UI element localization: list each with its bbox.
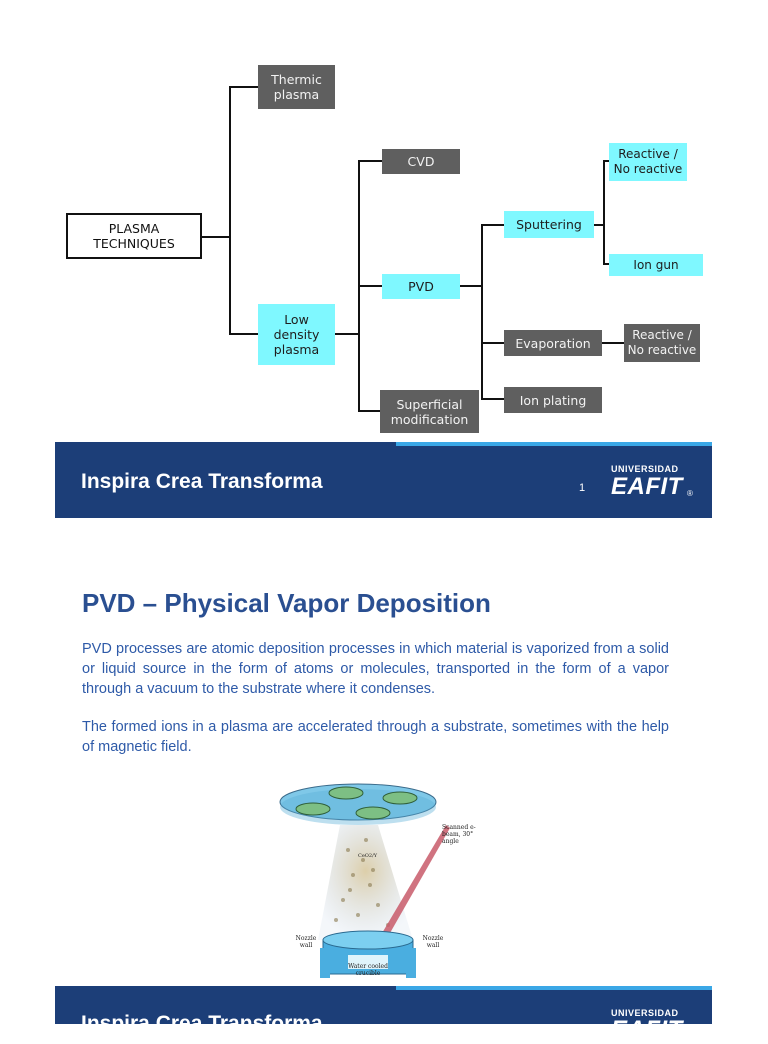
reactive-node-1: Reactive / No reactive (609, 143, 687, 181)
connector (602, 342, 624, 344)
connector (603, 160, 609, 162)
connector (229, 86, 231, 335)
figure-label-nozzle-right: Nozzle wall (422, 935, 444, 949)
thermic-plasma-node: Thermic plasma (258, 65, 335, 109)
logo-registered-mark: ® (687, 489, 693, 498)
sputtering-node: Sputtering (504, 211, 594, 238)
connector (481, 342, 504, 344)
footer-2-tagline: Inspira Crea Transforma (81, 1012, 323, 1035)
evaporation-label: Evaporation (515, 335, 591, 351)
connector (481, 224, 504, 226)
connector (200, 236, 230, 238)
slide-2-footer: Inspira Crea Transforma UNIVERSIDAD EAFI… (55, 986, 712, 1043)
footer-accent-bar (396, 442, 712, 446)
connector (335, 333, 359, 335)
connector (481, 398, 504, 400)
footer-2-logo-universidad-text: UNIVERSIDAD (611, 1008, 679, 1018)
logo-universidad-text: UNIVERSIDAD (611, 464, 679, 474)
ion-gun-node: Ion gun (609, 254, 703, 276)
low-density-plasma-node: Low density plasma (258, 304, 335, 365)
connector (358, 410, 382, 412)
ion-plating-label: Ion plating (519, 392, 587, 408)
superficial-modification-label: Superficial modification (390, 396, 469, 427)
connector (460, 285, 482, 287)
ion-gun-label: Ion gun (633, 257, 679, 272)
root-node-label: PLASMA TECHNIQUES (93, 221, 175, 251)
figure-label-source: CeO2/Y (358, 853, 378, 859)
page-number: 1 (579, 482, 586, 494)
footer-tagline: Inspira Crea Transforma (81, 470, 323, 493)
slide-2-title: PVD – Physical Vapor Deposition (82, 588, 491, 618)
pvd-node: PVD (382, 274, 460, 299)
pvd-figure: Scanned e-beam, 30° angle CeO2/Y Nozzle … (278, 780, 478, 985)
figure-label-scanned: Scanned e-beam, 30° angle (442, 824, 476, 845)
reactive-label-1: Reactive / No reactive (613, 147, 683, 176)
connector (229, 86, 258, 88)
root-node: PLASMA TECHNIQUES (66, 213, 202, 259)
sputtering-label: Sputtering (516, 217, 582, 232)
connector (358, 160, 382, 162)
footer-2-accent-bar (396, 986, 712, 990)
reactive-label-2: Reactive / No reactive (627, 328, 697, 357)
connector (603, 160, 605, 265)
thermic-plasma-label: Thermic plasma (271, 72, 322, 102)
superficial-modification-node: Superficial modification (380, 390, 479, 433)
pvd-label: PVD (408, 279, 434, 294)
cvd-node: CVD (382, 149, 460, 174)
reactive-node-2: Reactive / No reactive (624, 324, 700, 362)
connector (358, 285, 382, 287)
eafit-logo: EAFIT (611, 473, 683, 500)
paragraph-2: The formed ions in a plasma are accelera… (82, 719, 669, 755)
connector (603, 263, 609, 265)
slide-footer: Inspira Crea Transforma 1 UNIVERSIDAD EA… (55, 442, 712, 518)
footer-2-eafit-logo: EAFIT (611, 1016, 683, 1043)
connector (594, 224, 604, 226)
connector (229, 333, 258, 335)
figure-label-crucible: Water cooled crucible (348, 963, 388, 977)
connector (481, 224, 483, 400)
ion-plating-node: Ion plating (504, 387, 602, 413)
cvd-label: CVD (407, 154, 435, 169)
paragraph-1: PVD processes are atomic deposition proc… (82, 641, 669, 697)
low-density-plasma-label: Low density plasma (273, 312, 320, 357)
figure-label-nozzle-left: Nozzle wall (295, 935, 317, 949)
pvd-apparatus-illustration (279, 783, 450, 978)
evaporation-node: Evaporation (504, 330, 602, 356)
